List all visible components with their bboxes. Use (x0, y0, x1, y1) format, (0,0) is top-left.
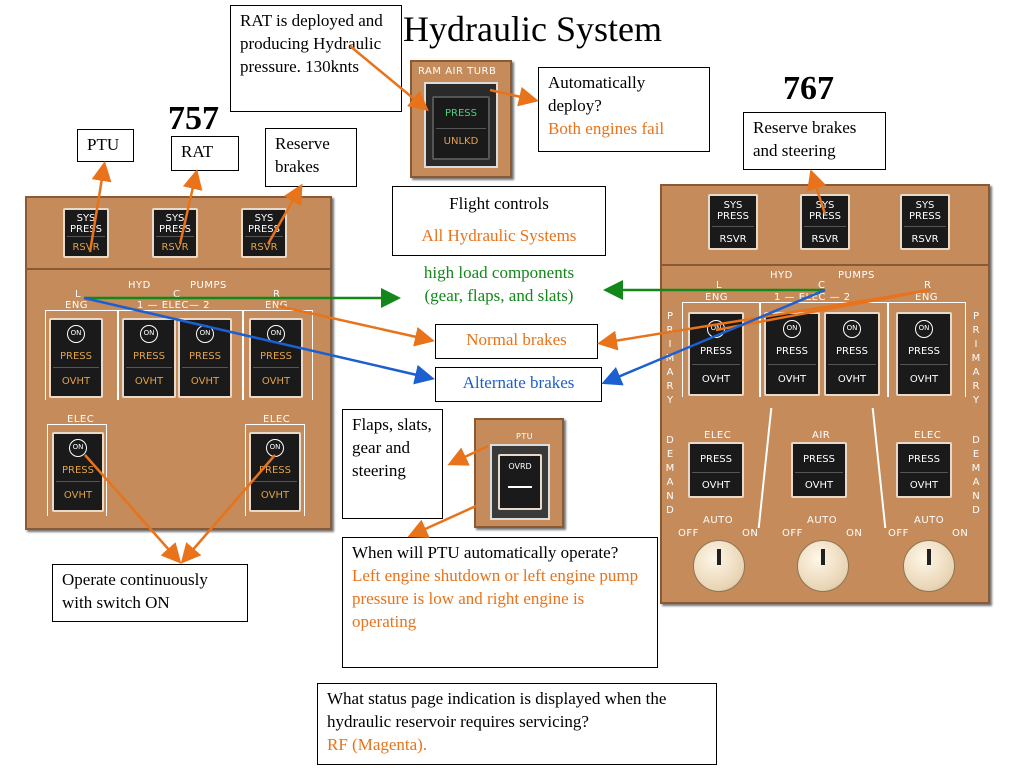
demand-selector-knob-c[interactable] (797, 540, 849, 592)
hyd-label-757: HYD (128, 280, 151, 291)
pump-elec-l-757[interactable]: ON PRESS OVHT (52, 432, 104, 512)
rat-deploy-switch[interactable]: PRESS UNLKD (432, 96, 490, 160)
label-757: 757 (168, 100, 219, 137)
callout-reserve-brakes-steering: Reserve brakes and steering (743, 112, 886, 170)
sys-press-rsvr-l-767[interactable]: SYS PRESS RSVR (708, 194, 758, 250)
arrow-reserve-brakes (266, 183, 303, 245)
arrow-normal-brakes-767 (597, 288, 931, 351)
demand-pump-elec-r-767[interactable]: PRESS OVHT (896, 442, 952, 498)
arrow-ptu-when (407, 504, 477, 538)
arrow-normal-brakes-757 (277, 304, 435, 347)
primary-pump-elec2-c-767[interactable]: ON PRESS OVHT (824, 312, 880, 396)
pump-eng-l-757[interactable]: ON PRESS OVHT (49, 318, 103, 398)
arrow-flaps-slats (447, 444, 489, 466)
demand-selector-knob-l[interactable] (693, 540, 745, 592)
sys-press-rsvr-r-757[interactable]: SYS PRESS RSVR (241, 208, 287, 258)
primary-pump-eng-r-767[interactable]: ON PRESS OVHT (896, 312, 952, 396)
callout-reserve-brakes: Reserve brakes (265, 128, 357, 187)
arrow-alternate-brakes-757 (83, 296, 435, 385)
callout-operate-continuously: Operate continuously with switch ON (52, 564, 248, 622)
page-title: Hydraulic System (403, 9, 662, 49)
arrow-alternate-brakes-767 (601, 288, 826, 386)
callout-auto-deploy: Automatically deploy? Both engines fail (538, 67, 710, 152)
demand-pump-air-c-767[interactable]: PRESS OVHT (791, 442, 847, 498)
pump-elec1-c-757[interactable]: ON PRESS OVHT (122, 318, 176, 398)
callout-normal-brakes: Normal brakes (435, 324, 598, 359)
arrow-operate-cont-r (180, 454, 276, 564)
callout-high-load: high load components (gear, flaps, and s… (400, 258, 598, 315)
callout-alternate-brakes: Alternate brakes (435, 367, 602, 402)
callout-rat: RAT (171, 136, 239, 171)
pump-elec-r-757[interactable]: ON PRESS OVHT (249, 432, 301, 512)
arrow-rat (178, 169, 203, 245)
callout-status-page: What status page indication is displayed… (317, 683, 717, 765)
sys-press-rsvr-c-767[interactable]: SYS PRESS RSVR (800, 194, 850, 250)
callout-rat-deployed: RAT is deployed and producing Hydraulic … (230, 5, 402, 112)
panel-767: SYS PRESS RSVR SYS PRESS RSVR SYS PRESS … (660, 184, 990, 604)
sys-press-rsvr-r-767[interactable]: SYS PRESS RSVR (900, 194, 950, 250)
pumps-label-757: PUMPS (190, 280, 227, 291)
rat-panel: RAM AIR TURB PRESS UNLKD (410, 60, 512, 178)
arrow-rat-deployed (349, 45, 429, 112)
demand-pump-elec-l-767[interactable]: PRESS OVHT (688, 442, 744, 498)
callout-ptu-when: When will PTU automatically operate? Lef… (342, 537, 658, 668)
arrow-reserve-brakes-steering (807, 169, 827, 215)
sys-press-rsvr-c-757[interactable]: SYS PRESS RSVR (152, 208, 198, 258)
sys-press-rsvr-l-757[interactable]: SYS PRESS RSVR (63, 208, 109, 258)
arrow-auto-deploy (489, 86, 539, 107)
arrow-operate-cont-l (84, 454, 182, 564)
pump-eng-r-757[interactable]: ON PRESS OVHT (249, 318, 303, 398)
panel-757: SYS PRESS RSVR SYS PRESS RSVR SYS PRESS … (25, 196, 332, 530)
ptu-panel: PTU OVRD (474, 418, 564, 528)
demand-selector-knob-r[interactable] (903, 540, 955, 592)
label-767: 767 (783, 70, 834, 107)
primary-pump-elec1-c-767[interactable]: ON PRESS OVHT (764, 312, 820, 396)
ptu-override-switch[interactable]: OVRD (498, 454, 542, 510)
rat-panel-header: RAM AIR TURB (418, 66, 497, 77)
arrow-ptu (88, 161, 112, 253)
callout-flaps-slats: Flaps, slats, gear and steering (342, 409, 443, 519)
callout-flight-controls: Flight controls All Hydraulic Systems (392, 186, 606, 256)
